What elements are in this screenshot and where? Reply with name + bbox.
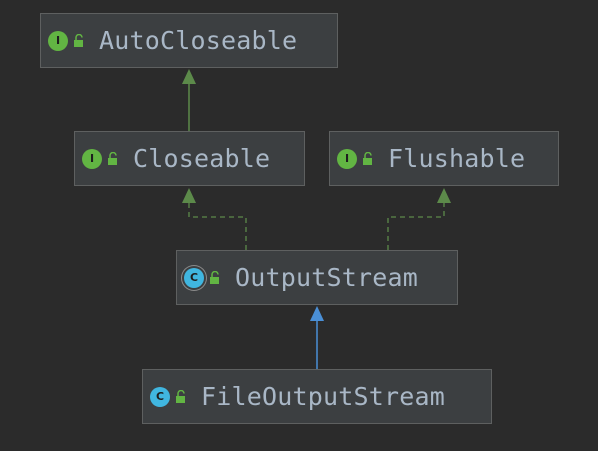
class-name: OutputStream — [235, 263, 419, 292]
edge-outputstream-implements-flushable — [387, 203, 445, 250]
public-lock-icon — [176, 389, 185, 403]
node-fileoutputstream[interactable]: C FileOutputStream — [142, 369, 492, 424]
class-name: Flushable — [388, 144, 526, 173]
node-outputstream[interactable]: C OutputStream — [176, 250, 458, 305]
class-name: Closeable — [133, 144, 271, 173]
node-flushable[interactable]: I Flushable — [329, 131, 559, 186]
public-lock-icon — [363, 151, 372, 165]
public-lock-icon — [210, 270, 219, 284]
arrowhead-outputstream — [310, 306, 324, 321]
arrowhead-closeable — [182, 188, 196, 203]
interface-icon: I — [48, 30, 68, 51]
public-lock-icon — [108, 151, 117, 165]
class-name: FileOutputStream — [201, 382, 446, 411]
node-autocloseable[interactable]: I AutoCloseable — [40, 13, 338, 68]
arrowhead-flushable — [437, 188, 451, 203]
abstract-class-icon: C — [184, 267, 204, 288]
interface-icon: I — [82, 148, 102, 169]
interface-icon: I — [337, 148, 357, 169]
node-closeable[interactable]: I Closeable — [74, 131, 305, 186]
class-icon: C — [150, 386, 170, 407]
class-name: AutoCloseable — [99, 26, 298, 55]
public-lock-icon — [74, 33, 83, 47]
arrowhead-autocloseable — [182, 69, 196, 84]
edge-outputstream-implements-closeable — [188, 203, 247, 250]
